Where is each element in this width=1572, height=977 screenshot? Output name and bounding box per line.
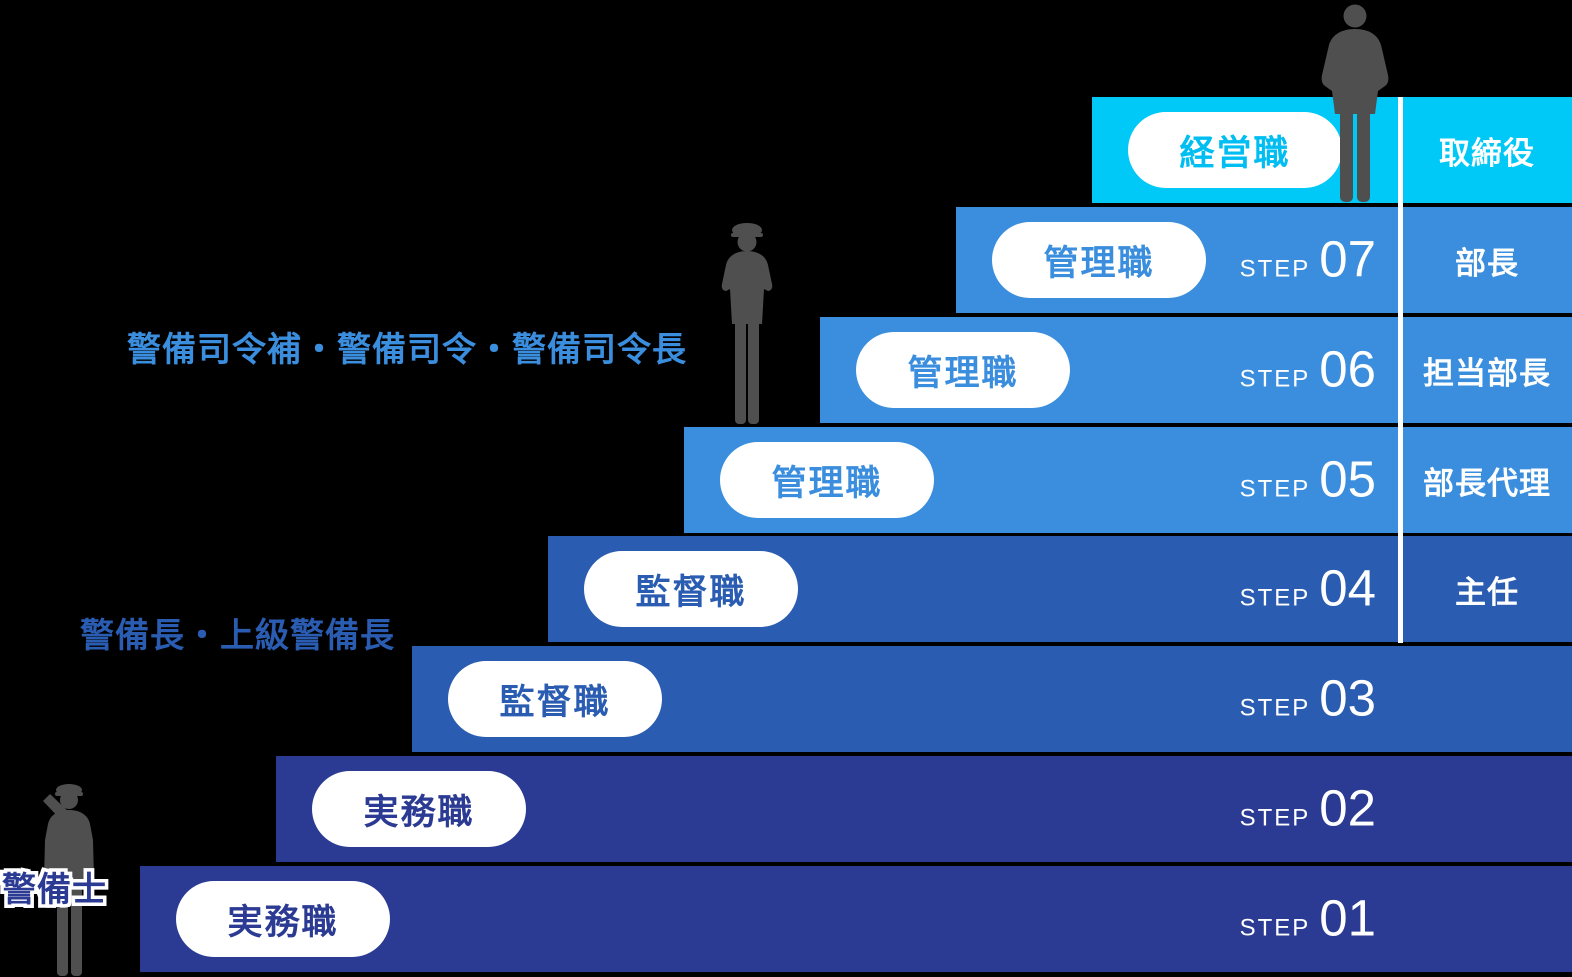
grade-title: 部長代理 <box>1423 465 1551 501</box>
step-label-word: STEP <box>1239 584 1311 612</box>
step-label: STEP 02 <box>1240 778 1376 837</box>
step-label-word: STEP <box>1239 475 1311 503</box>
step-row: 実務職 STEP 01 <box>140 866 1572 972</box>
step-row: 監督職 STEP 04 主任 <box>548 536 1572 642</box>
role-pill: 管理職 <box>992 222 1206 298</box>
qualification-label-high: 警備司令補・警備司令・警備司令長 <box>127 331 687 369</box>
grade-column-divider <box>1398 97 1403 643</box>
guard-saluting-silhouette-icon <box>43 784 94 976</box>
grade-title: 担当部長 <box>1423 355 1551 391</box>
role-pill-label: 管理職 <box>1043 243 1155 283</box>
role-pill-label: 監督職 <box>499 682 611 722</box>
step-label-word: STEP <box>1239 255 1311 283</box>
role-pill-label: 管理職 <box>907 353 1019 393</box>
role-pill: 管理職 <box>720 442 934 518</box>
grade-title: 取締役 <box>1439 135 1535 171</box>
role-pill: 監督職 <box>448 661 662 737</box>
step-label-number: 07 <box>1319 230 1376 288</box>
step-label: STEP 03 <box>1240 668 1376 727</box>
qualification-label-guard: 警備士 <box>0 868 110 913</box>
role-pill: 経営職 <box>1128 112 1342 188</box>
step-label-word: STEP <box>1239 694 1311 722</box>
step-label-number: 05 <box>1319 450 1376 508</box>
step-label: STEP 01 <box>1240 888 1376 947</box>
step-label-number: 03 <box>1319 669 1376 727</box>
role-pill: 実務職 <box>312 771 526 847</box>
step-label: STEP 04 <box>1240 558 1376 617</box>
role-pill: 実務職 <box>176 881 390 957</box>
role-pill-label: 管理職 <box>771 463 883 503</box>
role-pill: 管理職 <box>856 332 1070 408</box>
guard-standing-silhouette-icon <box>721 223 773 424</box>
step-label-word: STEP <box>1239 365 1311 393</box>
role-pill-label: 経営職 <box>1179 133 1291 173</box>
businessman-silhouette-icon <box>1321 4 1389 202</box>
step-label: STEP 07 <box>1240 229 1376 288</box>
step-row: 実務職 STEP 02 <box>276 756 1572 862</box>
step-label-number: 04 <box>1319 559 1376 617</box>
step-row: 管理職 STEP 06 担当部長 <box>820 317 1572 423</box>
step-label-word: STEP <box>1239 804 1311 832</box>
role-pill: 監督職 <box>584 551 798 627</box>
step-row: 経営職 取締役 <box>1092 97 1572 203</box>
step-row: 管理職 STEP 07 部長 <box>956 207 1572 313</box>
step-label: STEP 06 <box>1240 339 1376 398</box>
grade-title: 主任 <box>1455 574 1519 610</box>
role-pill-label: 実務職 <box>227 902 339 942</box>
step-label-number: 01 <box>1319 889 1376 947</box>
step-label: STEP 05 <box>1240 449 1376 508</box>
step-label-number: 06 <box>1319 340 1376 398</box>
role-pill-label: 実務職 <box>363 792 475 832</box>
qualification-label-mid: 警備長・上級警備長 <box>80 617 395 655</box>
role-pill-label: 監督職 <box>635 572 747 612</box>
grade-title: 部長 <box>1455 245 1519 281</box>
step-label-number: 02 <box>1319 779 1376 837</box>
step-label-word: STEP <box>1239 914 1311 942</box>
step-row: 管理職 STEP 05 部長代理 <box>684 427 1572 533</box>
step-row: 監督職 STEP 03 <box>412 646 1572 752</box>
